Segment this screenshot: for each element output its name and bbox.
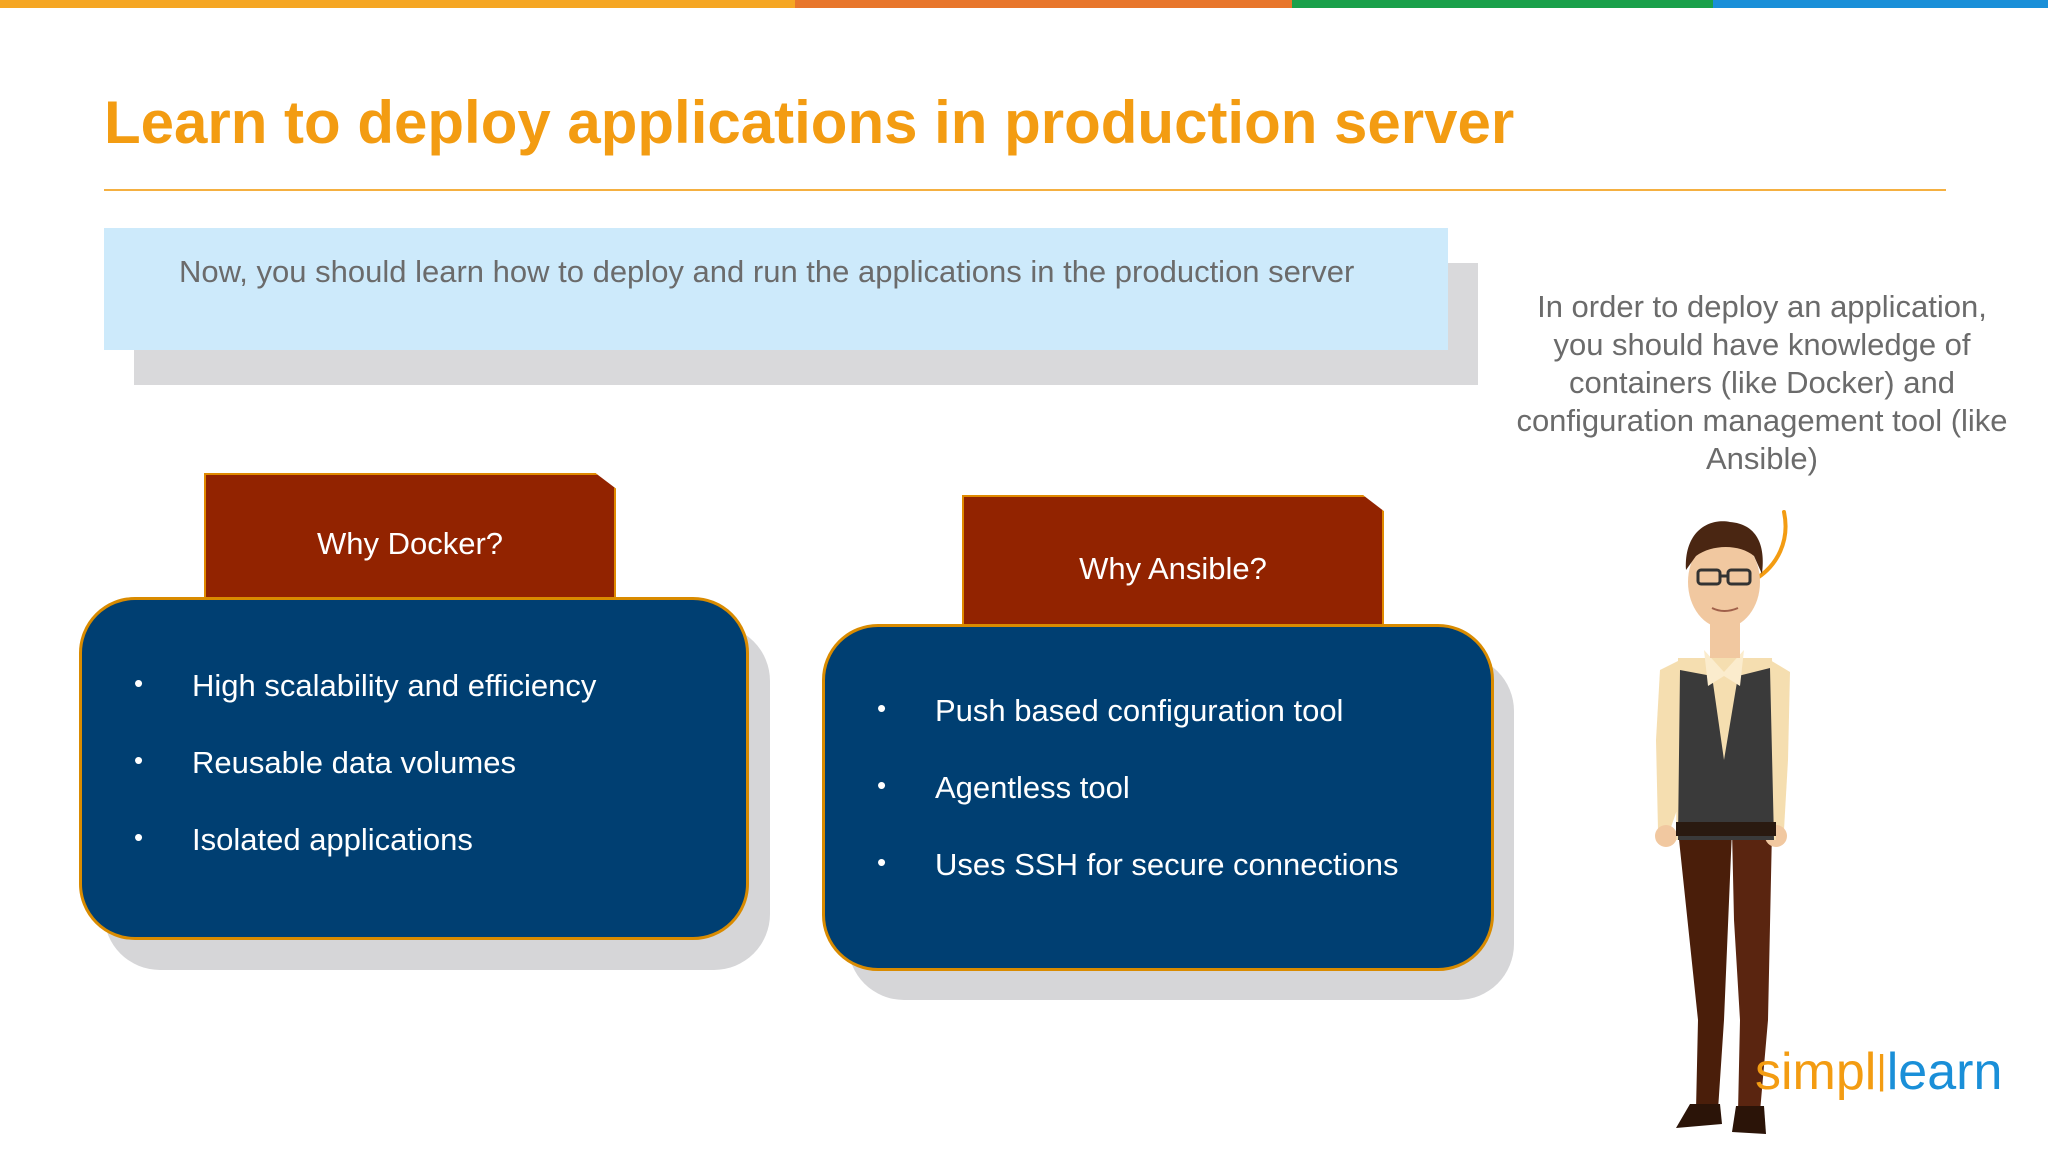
intro-text: Now, you should learn how to deploy and … <box>179 254 1355 289</box>
logo-part-learn: learn <box>1886 1043 2003 1101</box>
presenter-character-icon <box>1655 521 1790 1134</box>
docker-tab-label: Why Docker? <box>316 526 504 561</box>
list-item: Agentless tool <box>877 770 1399 847</box>
ansible-tab: Why Ansible? <box>962 495 1384 630</box>
docker-tab: Why Docker? <box>204 473 616 603</box>
slide-title: Learn to deploy applications in producti… <box>104 89 1515 156</box>
logo-divider: | <box>1876 1048 1887 1092</box>
list-item: Uses SSH for secure connections <box>877 847 1399 924</box>
list-item: Isolated applications <box>134 822 596 899</box>
ansible-panel: Push based configuration tool Agentless … <box>822 624 1494 971</box>
title-divider <box>104 189 1946 191</box>
top-bar-segment-green <box>1292 0 1713 8</box>
intro-box: Now, you should learn how to deploy and … <box>104 228 1448 350</box>
top-bar-segment-blue <box>1713 0 2048 8</box>
top-bar-segment-orange <box>0 0 795 8</box>
list-item: Push based configuration tool <box>877 693 1399 770</box>
simplilearn-logo: simpl|learn <box>1755 1042 2002 1102</box>
list-item: Reusable data volumes <box>134 745 596 822</box>
list-item: High scalability and efficiency <box>134 668 596 745</box>
ansible-feature-list: Push based configuration tool Agentless … <box>877 693 1399 924</box>
docker-panel: High scalability and efficiency Reusable… <box>79 597 749 940</box>
top-bar-segment-dark-orange <box>795 0 1292 8</box>
speech-arc-icon <box>1752 510 1788 582</box>
logo-part-simpl: simpl <box>1755 1043 1877 1101</box>
ansible-tab-label: Why Ansible? <box>1079 551 1267 586</box>
docker-feature-list: High scalability and efficiency Reusable… <box>134 668 596 899</box>
side-note: In order to deploy an application, you s… <box>1516 289 2008 476</box>
top-color-bar <box>0 0 2048 8</box>
